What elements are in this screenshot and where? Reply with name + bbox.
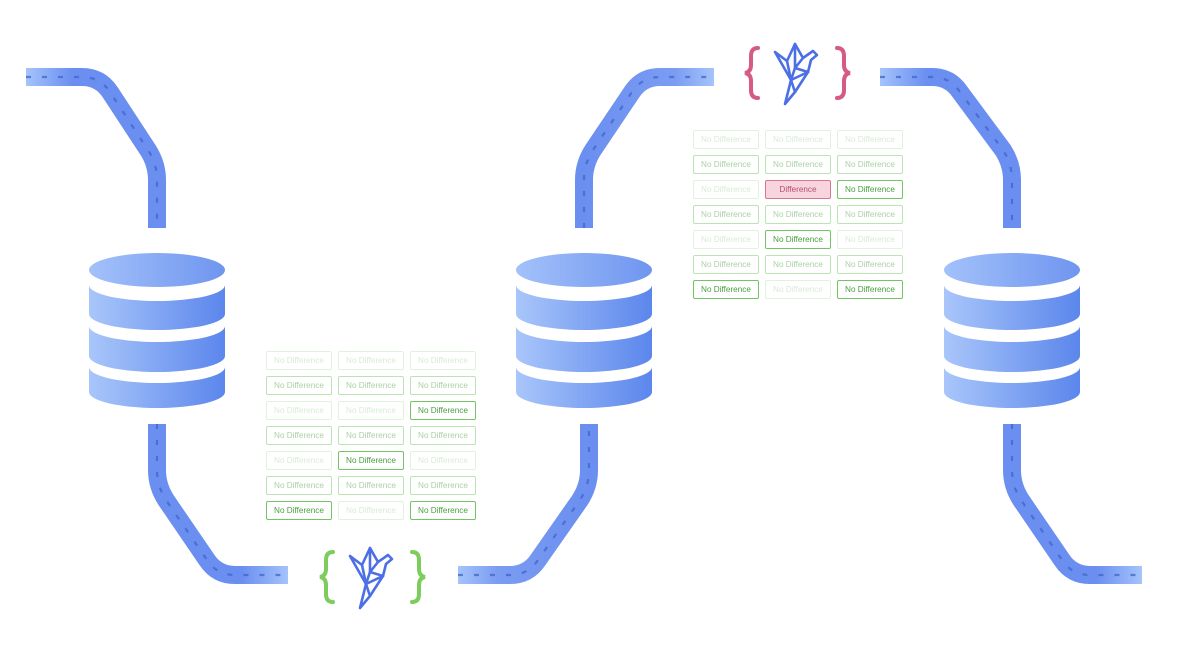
diff-cell-no-difference: No Difference: [266, 426, 332, 445]
right-brace-open-icon: [744, 46, 760, 100]
database-icon-left: [89, 253, 225, 408]
diff-cell-no-difference: No Difference: [410, 501, 476, 520]
left-brace-open-icon: [319, 550, 335, 604]
diff-cell-no-difference: No Difference: [693, 180, 759, 199]
diff-cell-no-difference: No Difference: [266, 376, 332, 395]
origami-bird-icon: [773, 42, 819, 106]
diff-cell-no-difference: No Difference: [765, 130, 831, 149]
diff-cell-no-difference: No Difference: [693, 130, 759, 149]
diff-cell-no-difference: No Difference: [410, 351, 476, 370]
diff-cell-no-difference: No Difference: [338, 426, 404, 445]
diff-cell-no-difference: No Difference: [837, 205, 903, 224]
diff-cell-no-difference: No Difference: [765, 255, 831, 274]
diff-cell-no-difference: No Difference: [266, 401, 332, 420]
diff-cell-no-difference: No Difference: [765, 155, 831, 174]
pipe-middle-bottom: [458, 424, 598, 584]
diff-cell-no-difference: No Difference: [693, 205, 759, 224]
pipe-right-top: [880, 68, 1021, 228]
diff-cell-no-difference: No Difference: [765, 280, 831, 299]
pipe-right-bottom: [1003, 424, 1142, 584]
diff-cell-no-difference: No Difference: [693, 255, 759, 274]
diff-cell-no-difference: No Difference: [338, 401, 404, 420]
diff-cell-no-difference: No Difference: [837, 280, 903, 299]
origami-bird-icon: [348, 546, 394, 610]
diff-cell-no-difference: No Difference: [410, 476, 476, 495]
left-brace-close-icon: [410, 550, 426, 604]
diff-cell-no-difference: No Difference: [338, 351, 404, 370]
diff-cell-no-difference: No Difference: [410, 451, 476, 470]
diff-cell-no-difference: No Difference: [410, 401, 476, 420]
pipe-middle-top: [575, 68, 714, 228]
diff-cell-no-difference: No Difference: [837, 180, 903, 199]
diff-cell-no-difference: No Difference: [765, 205, 831, 224]
diff-cell-no-difference: No Difference: [410, 426, 476, 445]
diff-cell-no-difference: No Difference: [693, 230, 759, 249]
pipe-left-bottom: [148, 424, 288, 584]
diff-cell-no-difference: No Difference: [837, 230, 903, 249]
diff-cell-no-difference: No Difference: [693, 280, 759, 299]
diff-cell-no-difference: No Difference: [338, 376, 404, 395]
diff-cell-no-difference: No Difference: [266, 451, 332, 470]
right-brace-close-icon: [835, 46, 851, 100]
diff-cell-difference: Difference: [765, 180, 831, 199]
database-icon-middle: [516, 253, 652, 408]
diff-cell-no-difference: No Difference: [837, 130, 903, 149]
diff-cell-no-difference: No Difference: [266, 476, 332, 495]
left-logo-group: [319, 546, 426, 610]
diff-cell-no-difference: No Difference: [693, 155, 759, 174]
diff-cell-no-difference: No Difference: [765, 230, 831, 249]
pipe-left-top: [26, 68, 166, 228]
diff-cell-no-difference: No Difference: [266, 351, 332, 370]
diff-cell-no-difference: No Difference: [338, 451, 404, 470]
diff-cell-no-difference: No Difference: [338, 501, 404, 520]
right-logo-group: [744, 42, 851, 106]
diff-cell-no-difference: No Difference: [266, 501, 332, 520]
diff-cell-no-difference: No Difference: [837, 255, 903, 274]
diff-cell-no-difference: No Difference: [837, 155, 903, 174]
diff-cell-no-difference: No Difference: [338, 476, 404, 495]
diff-cell-no-difference: No Difference: [410, 376, 476, 395]
database-icon-right: [944, 253, 1080, 408]
